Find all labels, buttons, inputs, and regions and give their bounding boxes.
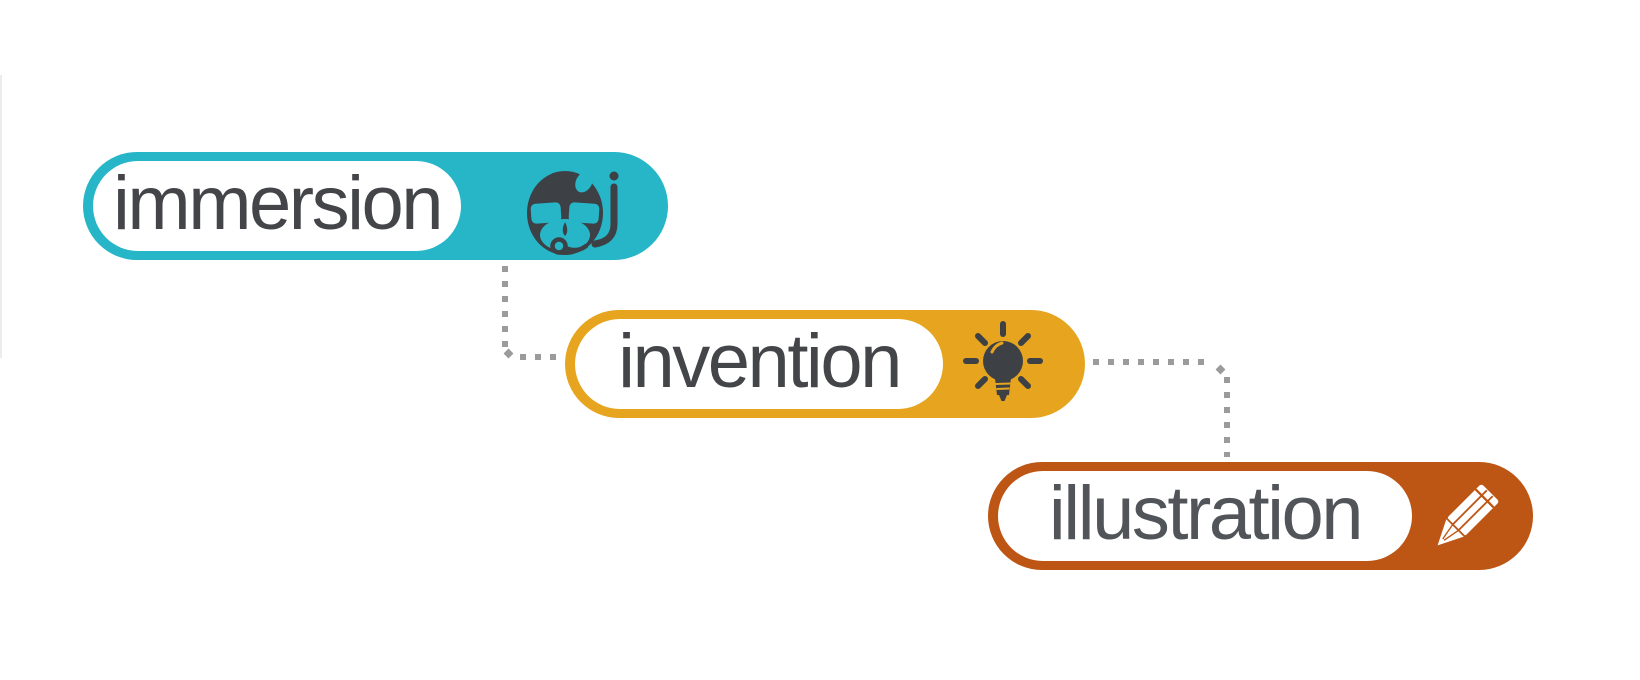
- step-label-invention: invention: [618, 319, 902, 404]
- step-label-illustration: illustration: [1048, 471, 1364, 556]
- step-label-capsule: invention: [575, 319, 943, 409]
- step-label-capsule: immersion: [93, 161, 461, 251]
- connector-immersion-invention-horizontal: [520, 354, 563, 360]
- connector-invention-illustration-vertical: [1224, 377, 1230, 457]
- pencil-icon: [1423, 478, 1505, 560]
- connector-immersion-invention-corner-dot: [503, 348, 514, 359]
- left-edge-artifact: [0, 75, 2, 358]
- connector-invention-illustration-horizontal: [1093, 359, 1213, 365]
- connector-invention-illustration-corner-dot: [1215, 364, 1226, 375]
- connector-immersion-invention-vertical: [502, 266, 508, 350]
- step-pill-immersion: immersion: [83, 152, 668, 260]
- lightbulb-icon: [959, 321, 1047, 409]
- step-pill-invention: invention: [565, 310, 1085, 418]
- scuba-diver-mask-icon: [521, 164, 627, 259]
- step-label-immersion: immersion: [113, 161, 444, 246]
- step-pill-illustration: illustration: [988, 462, 1533, 570]
- step-label-capsule: illustration: [998, 471, 1412, 561]
